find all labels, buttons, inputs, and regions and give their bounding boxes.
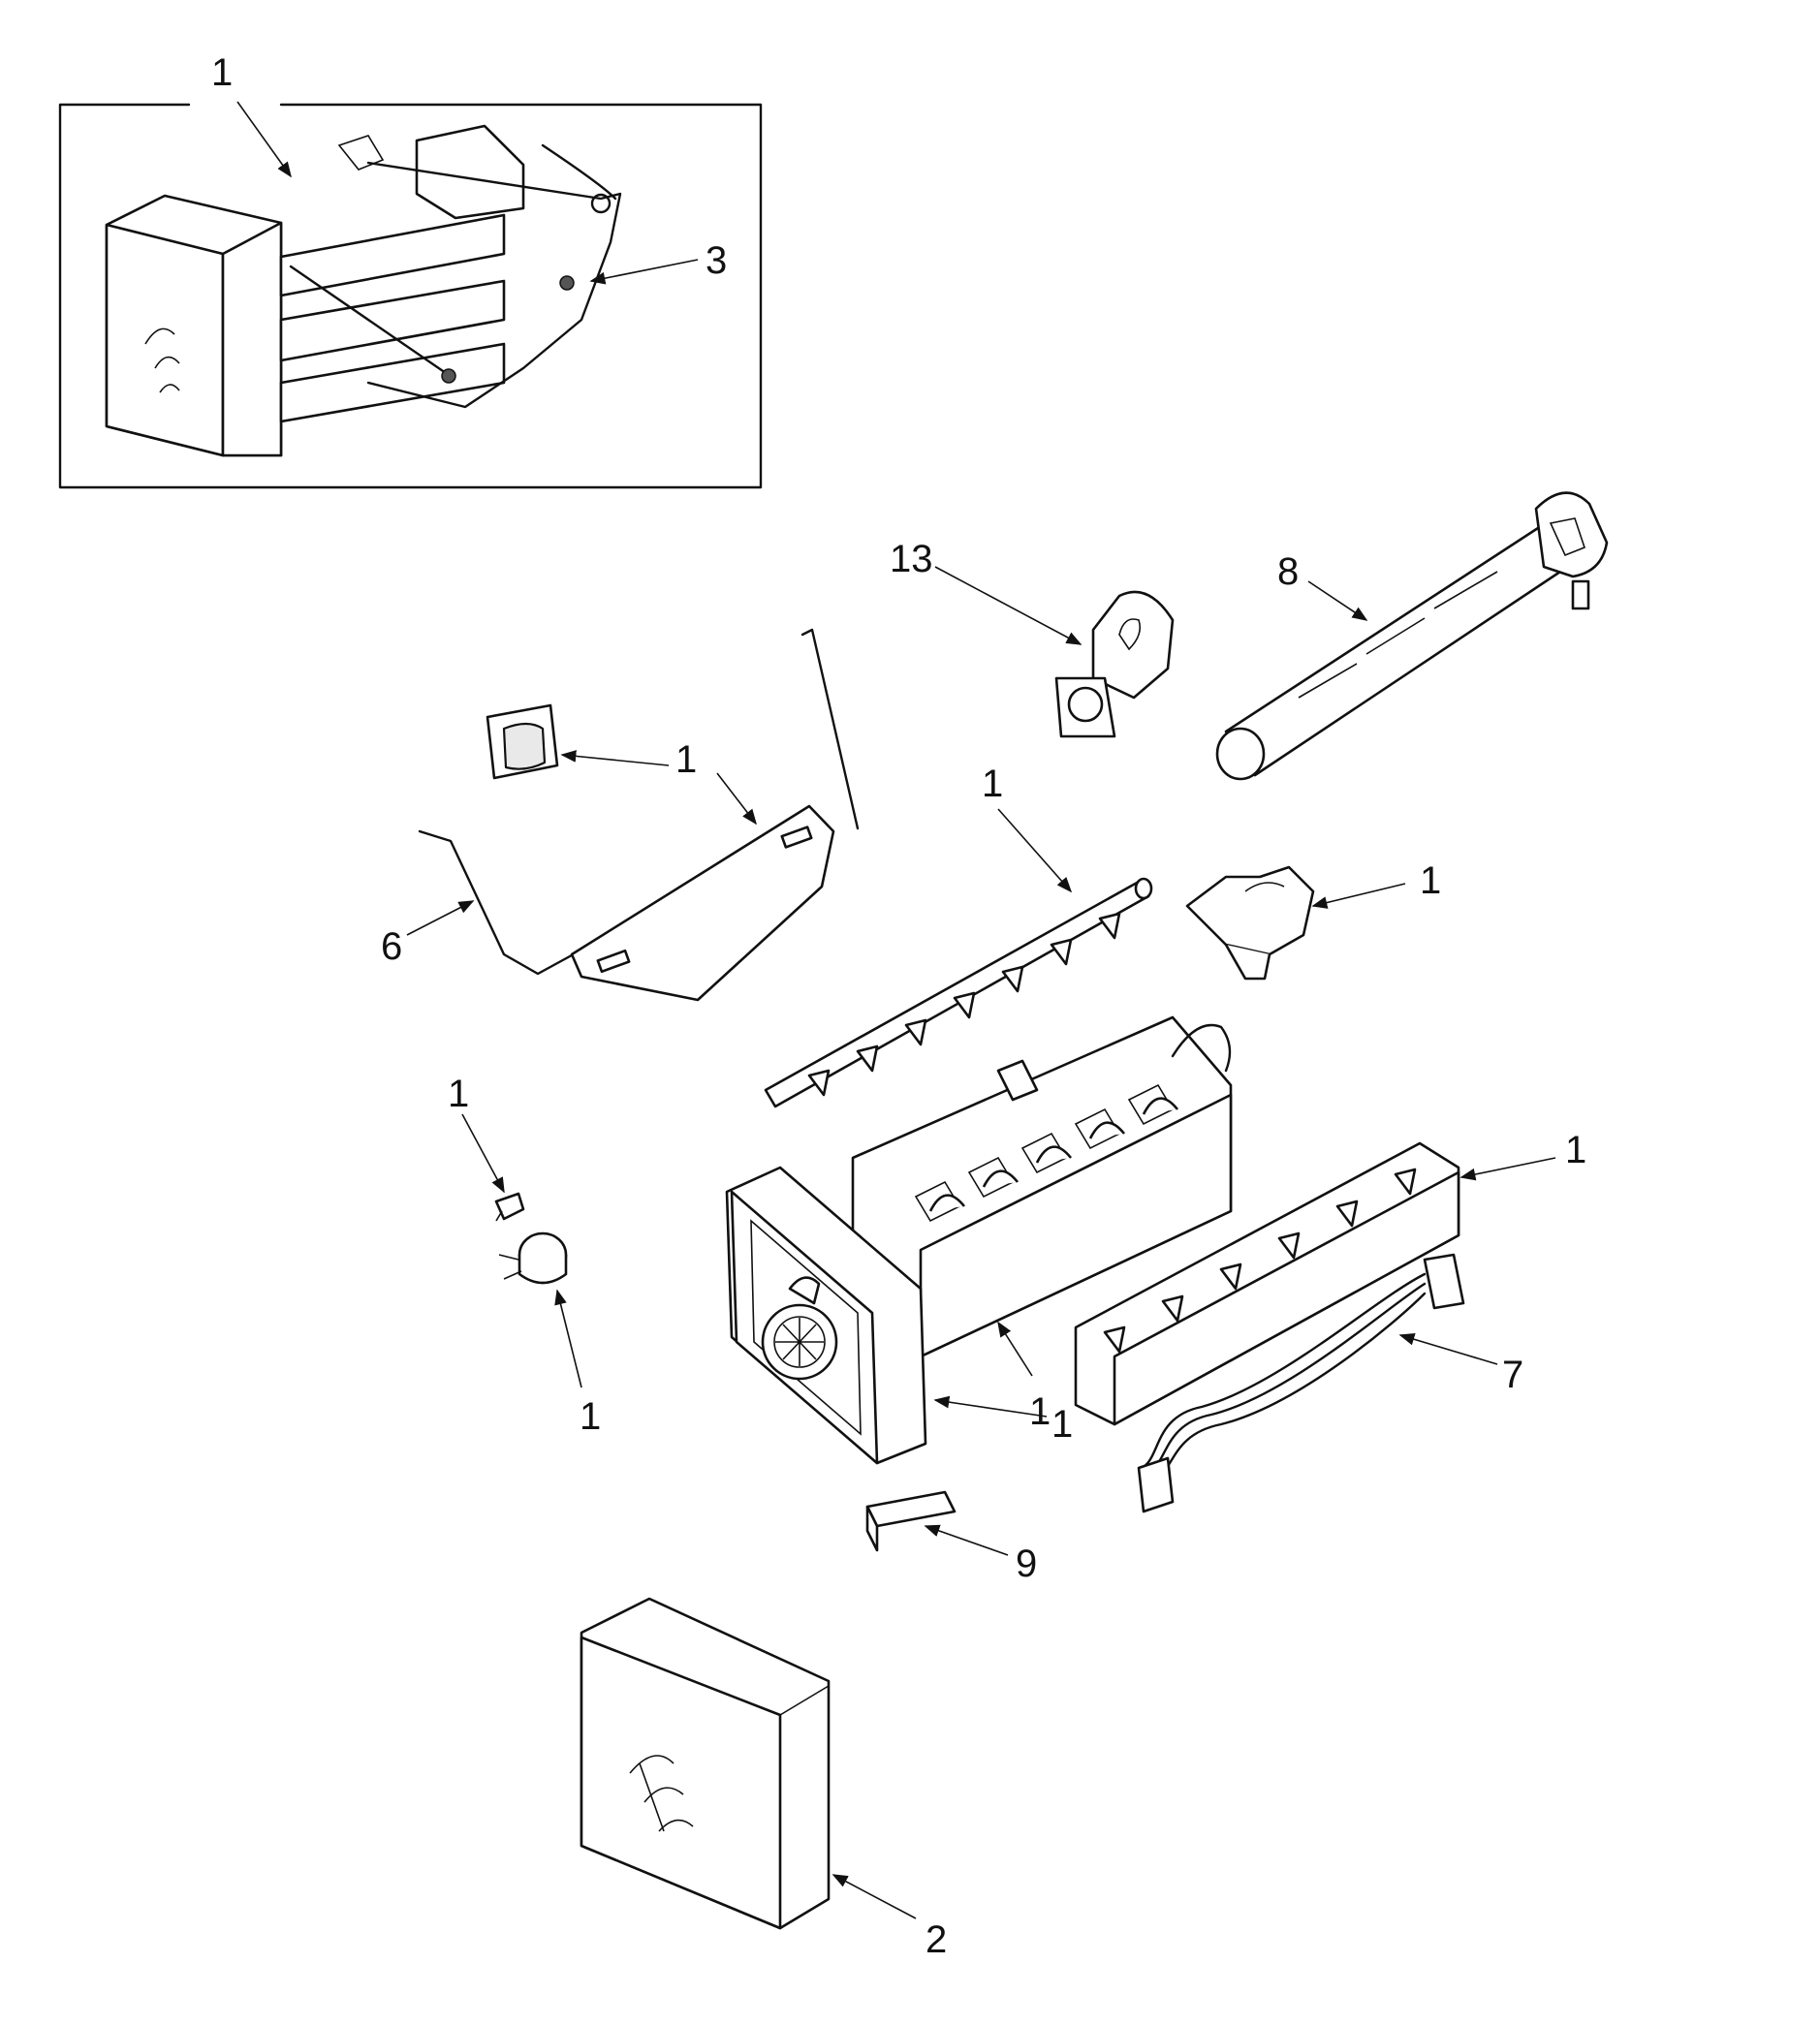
bearing-bracket [1054,590,1175,738]
front-cover [580,1597,831,1930]
callout-thermostat-clip: 1 [448,1073,469,1115]
callout-bearing-13: 13 [890,538,933,580]
side-rail [1074,1141,1460,1426]
thermostat-clip [494,1192,525,1222]
small-bracket-9 [865,1490,957,1552]
callout-heater-side: 1 [1565,1129,1586,1171]
inset-ice-maker-illustration [105,124,622,457]
callout-ejector: 1 [982,763,1003,805]
wire-harness [1137,1253,1465,1513]
mold-cover [570,804,835,1002]
stripper-bracket [1185,865,1315,981]
callout-bracket-9: 9 [1016,1543,1037,1585]
callout-front-cover: 2 [926,1918,947,1961]
callout-wire-harness: 7 [1502,1354,1523,1396]
thermostat [498,1231,568,1285]
fill-tube [1215,491,1609,781]
shutoff-wire [418,628,860,976]
leader-lines [236,101,1556,1919]
callout-stripper-bracket: 1 [1420,859,1441,902]
main-housing [725,1015,1233,1465]
callout-thermostat: 1 [580,1395,601,1438]
callout-main-housing: 1 [1029,1390,1051,1433]
callout-inset-screws: 3 [706,239,727,282]
callout-fill-tube: 8 [1277,550,1299,593]
ejector-bar [764,877,1153,1108]
inset-panel [58,103,763,489]
callout-inset-assembly: 1 [211,51,233,94]
callout-mold-front: 1 [1051,1403,1073,1446]
callout-labels: 1 3 1 6 13 8 1 1 1 1 1 1 1 7 9 2 [211,51,1586,1961]
callout-shutoff-wire: 6 [381,925,402,968]
shutoff-arm-clip [486,703,559,780]
callout-shutoff-arm-clip: 1 [675,738,697,781]
